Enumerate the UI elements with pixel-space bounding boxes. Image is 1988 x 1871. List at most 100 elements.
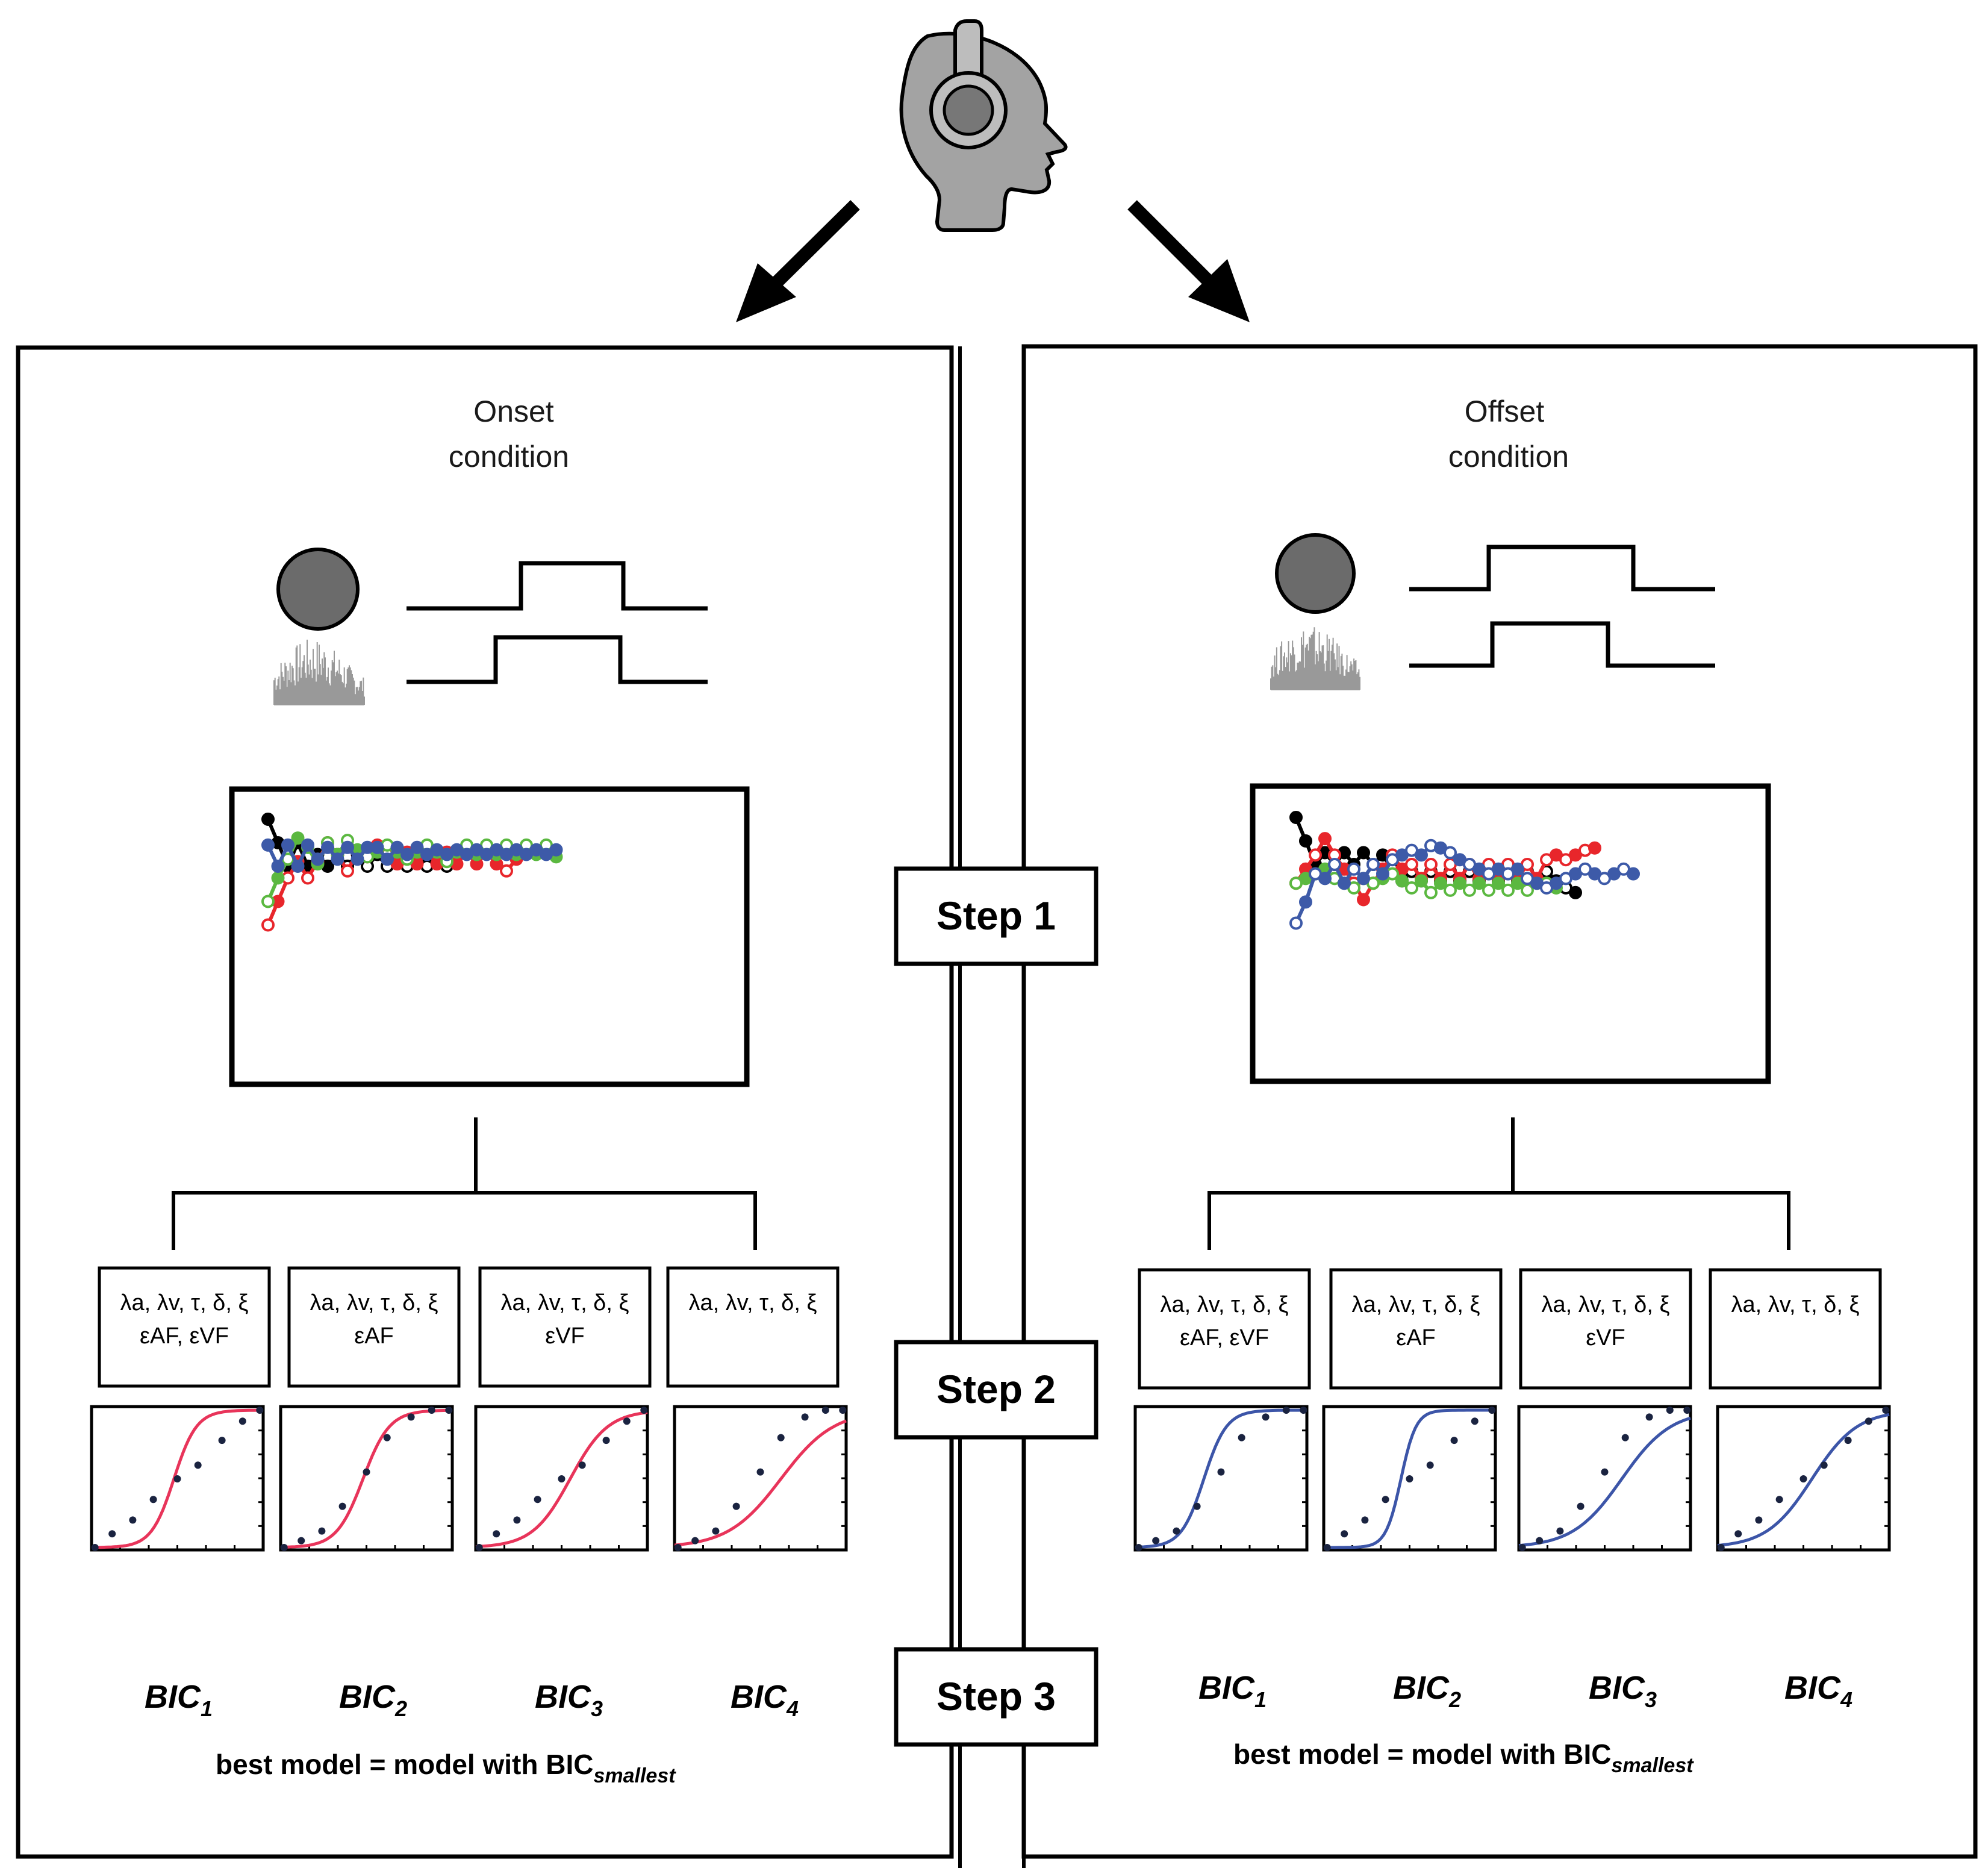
data-point xyxy=(1238,1434,1245,1442)
data-point xyxy=(777,1434,785,1442)
staircase-point xyxy=(1328,858,1341,871)
data-point xyxy=(640,1407,648,1414)
data-point xyxy=(1621,1434,1629,1442)
staircase-point xyxy=(1627,867,1640,881)
staircase-point xyxy=(311,852,325,866)
data-point xyxy=(194,1461,202,1469)
data-point xyxy=(1282,1407,1290,1414)
psychometric-fit-plot xyxy=(1322,1405,1497,1552)
data-point xyxy=(428,1407,435,1414)
staircase-plot xyxy=(261,813,563,932)
staircase-point xyxy=(400,848,414,861)
staircase-point xyxy=(1492,876,1505,890)
data-point xyxy=(691,1537,699,1545)
data-point xyxy=(1518,1544,1526,1551)
staircase-point xyxy=(1482,883,1495,897)
data-point xyxy=(821,1407,829,1414)
onset-condition-panel: Onset condition λa, λv, τ, δ, ξ εAF, εVF… xyxy=(16,345,954,1859)
fit-curve xyxy=(1518,1416,1691,1548)
staircase-point xyxy=(1357,872,1370,886)
data-point xyxy=(1755,1516,1763,1524)
staircase-point xyxy=(301,838,314,852)
staircase-point xyxy=(500,864,513,878)
staircase-point xyxy=(261,838,275,852)
data-point xyxy=(602,1437,610,1445)
step-2-box: Step 2 xyxy=(894,1340,1098,1440)
data-point xyxy=(1666,1407,1674,1414)
staircase-point xyxy=(1338,876,1351,890)
param-line: εVF xyxy=(545,1323,585,1349)
data-point xyxy=(801,1413,809,1421)
best-model-rule: best model = model with BICsmallest xyxy=(1233,1738,1694,1777)
data-point xyxy=(108,1530,116,1538)
data-point xyxy=(756,1468,764,1476)
data-point xyxy=(1844,1437,1852,1445)
visual-flash-icon xyxy=(276,548,360,631)
data-point xyxy=(1193,1502,1201,1510)
staircase-point xyxy=(1289,916,1303,930)
staircase-point xyxy=(1453,876,1466,890)
condition-title: Offset xyxy=(1465,395,1545,428)
arrow-icon xyxy=(736,200,860,322)
data-point xyxy=(129,1516,137,1524)
fit-curve xyxy=(1324,1408,1495,1549)
step-label: Step 3 xyxy=(936,1674,1056,1719)
staircase-point xyxy=(1347,862,1360,876)
data-point xyxy=(363,1468,370,1476)
param-box: λa, λv, τ, δ, ξ εAF xyxy=(287,1266,461,1388)
data-point xyxy=(1341,1530,1348,1538)
psychometric-fit-plot xyxy=(1133,1405,1309,1552)
staircase-plot-frame xyxy=(229,786,750,1087)
param-line: εVF xyxy=(1586,1325,1625,1351)
param-line: εAF xyxy=(354,1323,394,1349)
param-line: λa, λv, τ, δ, ξ xyxy=(120,1290,249,1316)
data-point xyxy=(1173,1527,1180,1535)
visual-stimulus-timeline xyxy=(407,561,708,611)
data-point xyxy=(1717,1544,1725,1551)
data-point xyxy=(623,1417,631,1425)
data-point xyxy=(1426,1461,1434,1469)
auditory-noise-icon xyxy=(1270,627,1360,690)
param-line: λa, λv, τ, δ, ξ xyxy=(501,1290,629,1316)
data-point xyxy=(1601,1468,1609,1476)
staircase-point xyxy=(1434,876,1447,890)
staircase-point xyxy=(549,843,563,857)
fit-curve xyxy=(1135,1408,1307,1549)
bic-label: BIC1 xyxy=(145,1679,213,1721)
param-box: λa, λv, τ, δ, ξ εAF, εVF xyxy=(1138,1268,1311,1390)
fit-curve xyxy=(674,1419,847,1547)
psychometric-fit-plot xyxy=(279,1405,454,1552)
staircase-point xyxy=(341,840,354,854)
plot-frame xyxy=(279,1405,454,1552)
auditory-noise-icon xyxy=(273,639,365,705)
model-tree xyxy=(1207,1117,1790,1250)
staircase-point xyxy=(1511,862,1524,876)
psychometric-fit-plot xyxy=(673,1405,848,1552)
param-box: λa, λv, τ, δ, ξ εAF xyxy=(1329,1268,1503,1390)
staircase-point xyxy=(261,918,275,932)
data-point xyxy=(280,1544,288,1551)
condition-subtitle: condition xyxy=(449,440,569,473)
data-point xyxy=(1865,1417,1872,1425)
data-point xyxy=(1361,1516,1369,1524)
data-point xyxy=(383,1434,391,1442)
bic-label: BIC2 xyxy=(339,1679,407,1721)
fit-curve xyxy=(1717,1413,1890,1547)
data-point xyxy=(712,1527,720,1535)
param-line: λa, λv, τ, δ, ξ xyxy=(689,1290,817,1316)
data-point xyxy=(1323,1544,1331,1551)
staircase-point xyxy=(1299,895,1312,909)
data-point xyxy=(1556,1527,1564,1535)
auditory-stimulus-timeline xyxy=(407,635,708,684)
staircase-point xyxy=(1472,876,1486,890)
staircase-point xyxy=(351,852,364,866)
staircase-point xyxy=(1569,886,1582,899)
data-point xyxy=(534,1496,541,1504)
data-point xyxy=(256,1407,264,1414)
step-1-box: Step 1 xyxy=(894,866,1098,966)
psychometric-fit-plot xyxy=(474,1405,649,1552)
staircase-point xyxy=(1357,893,1370,907)
staircase-point xyxy=(261,895,275,908)
data-point xyxy=(558,1475,566,1482)
